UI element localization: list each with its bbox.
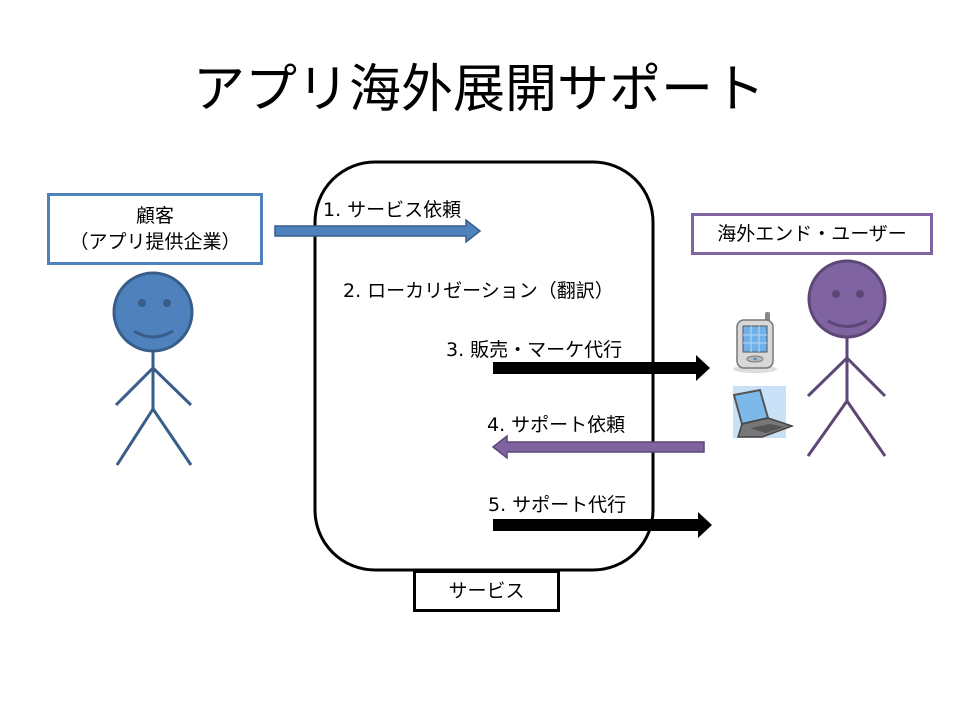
arrow-support-service [493, 512, 712, 538]
customer-figure [112, 271, 194, 466]
step-1-label: 1. サービス依頼 [323, 199, 462, 221]
end-user-label-box: 海外エンド・ユーザー [691, 213, 933, 255]
customer-sublabel: （アプリ提供企業） [69, 231, 241, 253]
arrow-sales-marketing [493, 355, 710, 381]
service-label-box: サービス [413, 570, 560, 612]
end-user-label: 海外エンド・ユーザー [717, 223, 907, 245]
service-label: サービス [448, 580, 525, 602]
arrow-service-request [274, 218, 482, 244]
customer-label: 顧客 [135, 205, 174, 227]
smartphone-icon [733, 312, 777, 373]
step-4-label: 4. サポート依頼 [487, 414, 626, 436]
step-2-label: 2. ローカリゼーション（翻訳） [343, 280, 614, 302]
step-5-label: 5. サポート代行 [488, 494, 627, 516]
end-user-figure [806, 259, 887, 457]
page-title: アプリ海外展開サポート [192, 60, 765, 120]
arrow-support-request [491, 434, 705, 460]
laptop-icon [732, 386, 795, 438]
customer-label-box: 顧客 （アプリ提供企業） [47, 193, 263, 265]
step-3-label: 3. 販売・マーケ代行 [446, 339, 623, 361]
